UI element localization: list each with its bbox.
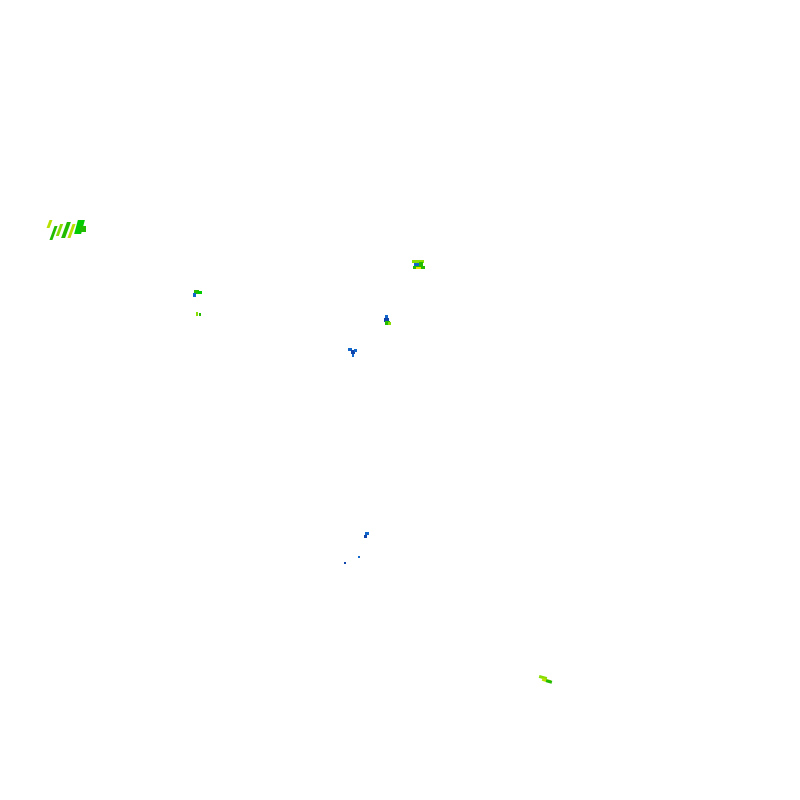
echo-cell — [348, 348, 352, 351]
echo-cluster-south-2 — [356, 554, 362, 560]
echo-cell — [385, 321, 390, 325]
echo-cell — [412, 260, 424, 263]
echo-cell — [416, 267, 421, 269]
echo-cell — [385, 315, 388, 318]
echo-cluster-north-central — [410, 258, 428, 272]
echo-cell — [358, 556, 360, 558]
echo-cell — [414, 263, 422, 266]
echo-cluster-northwest — [46, 216, 92, 244]
echo-cell — [388, 322, 391, 325]
echo-cell — [344, 562, 346, 564]
echo-cluster-south-3 — [342, 560, 348, 566]
echo-cell — [80, 226, 86, 232]
echo-cell — [194, 290, 199, 294]
echo-cell — [354, 349, 357, 352]
echo-cell — [365, 532, 369, 535]
echo-cluster-west — [190, 288, 206, 302]
echo-cell — [351, 350, 355, 354]
echo-cell — [352, 354, 354, 357]
echo-cell — [199, 313, 201, 316]
echo-cell — [384, 318, 389, 322]
echo-cluster-southeast — [536, 672, 556, 688]
echo-cell — [419, 262, 423, 266]
echo-cluster-central — [380, 313, 394, 329]
echo-cell — [364, 535, 367, 538]
echo-cluster-south-1 — [362, 530, 372, 542]
echo-cell — [46, 220, 53, 228]
echo-cluster-west-small — [194, 310, 204, 318]
echo-cell — [193, 293, 196, 297]
echo-cell — [196, 312, 198, 316]
echo-cell — [198, 291, 202, 294]
echo-cell — [545, 679, 553, 684]
echo-cluster-central-south — [346, 346, 360, 360]
